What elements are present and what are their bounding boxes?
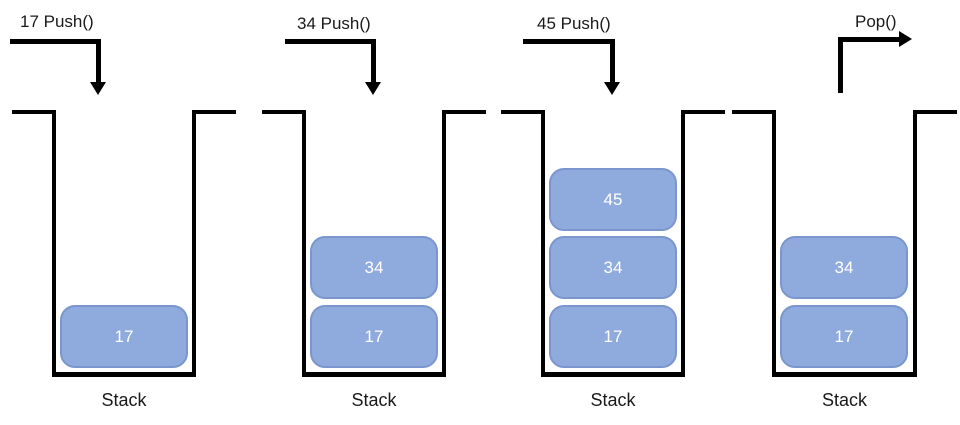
stack-label: Stack — [101, 390, 147, 410]
operation-label: 34 Push() — [297, 14, 371, 33]
container-lip — [446, 110, 486, 114]
stack-label: Stack — [590, 390, 636, 410]
arrow-line — [96, 39, 101, 83]
container-lip — [196, 110, 236, 114]
container-lip — [732, 110, 772, 114]
stack-container — [52, 110, 196, 377]
stack-item: 17 — [549, 305, 677, 368]
arrow-head — [604, 82, 620, 95]
container-lip — [501, 110, 541, 114]
container-lip — [12, 110, 52, 114]
stack-item: 17 — [780, 305, 908, 368]
container-lip — [917, 110, 957, 114]
arrow-line — [285, 39, 376, 44]
stack-item: 34 — [780, 236, 908, 299]
stack-item: 17 — [60, 305, 188, 368]
arrow-line — [610, 39, 615, 83]
arrow-line — [838, 37, 899, 42]
stack-container — [541, 110, 685, 377]
stack-label: Stack — [821, 390, 868, 410]
arrow-head — [365, 82, 381, 95]
container-lip — [262, 110, 302, 114]
operation-label: 17 Push() — [20, 12, 94, 31]
stack-item: 34 — [549, 236, 677, 299]
container-lip — [685, 110, 725, 114]
stack-container — [772, 110, 917, 377]
operation-label: 45 Push() — [537, 14, 611, 33]
stack-item: 17 — [310, 305, 438, 368]
stack-item: 45 — [549, 168, 677, 231]
arrow-head — [90, 82, 106, 95]
operation-label: Pop() — [855, 12, 897, 31]
stack-label: Stack — [351, 390, 397, 410]
stack-item: 34 — [310, 236, 438, 299]
arrow-line — [371, 39, 376, 83]
arrow-line — [838, 37, 843, 93]
stack-container — [302, 110, 446, 377]
arrow-line — [523, 39, 615, 44]
arrow-line — [10, 39, 101, 44]
arrow-head — [899, 31, 912, 47]
